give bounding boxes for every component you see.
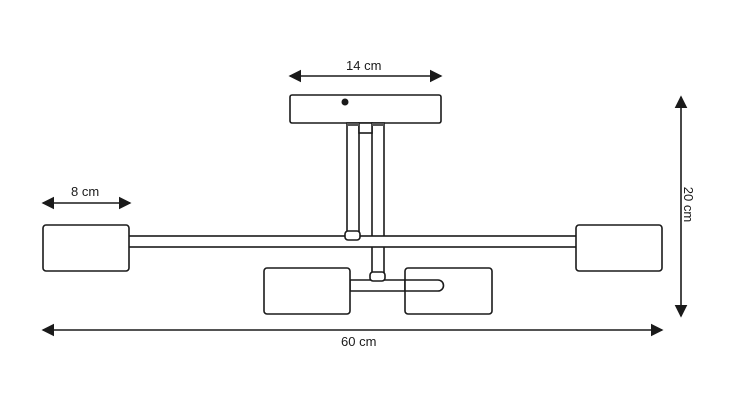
joint-cap (369, 271, 386, 282)
shade-bottom-left (263, 267, 351, 315)
canopy-width-label: 14 cm (346, 58, 382, 73)
total-height-label: 20 cm (681, 186, 697, 223)
shade-width-label: 8 cm (71, 184, 100, 199)
joint-cap (344, 230, 361, 241)
shade-right (575, 224, 663, 272)
total-width-label: 60 cm (341, 334, 377, 349)
ceiling-canopy (289, 94, 442, 124)
shade-left (42, 224, 130, 272)
screw-icon (341, 98, 349, 106)
rods (346, 122, 385, 274)
